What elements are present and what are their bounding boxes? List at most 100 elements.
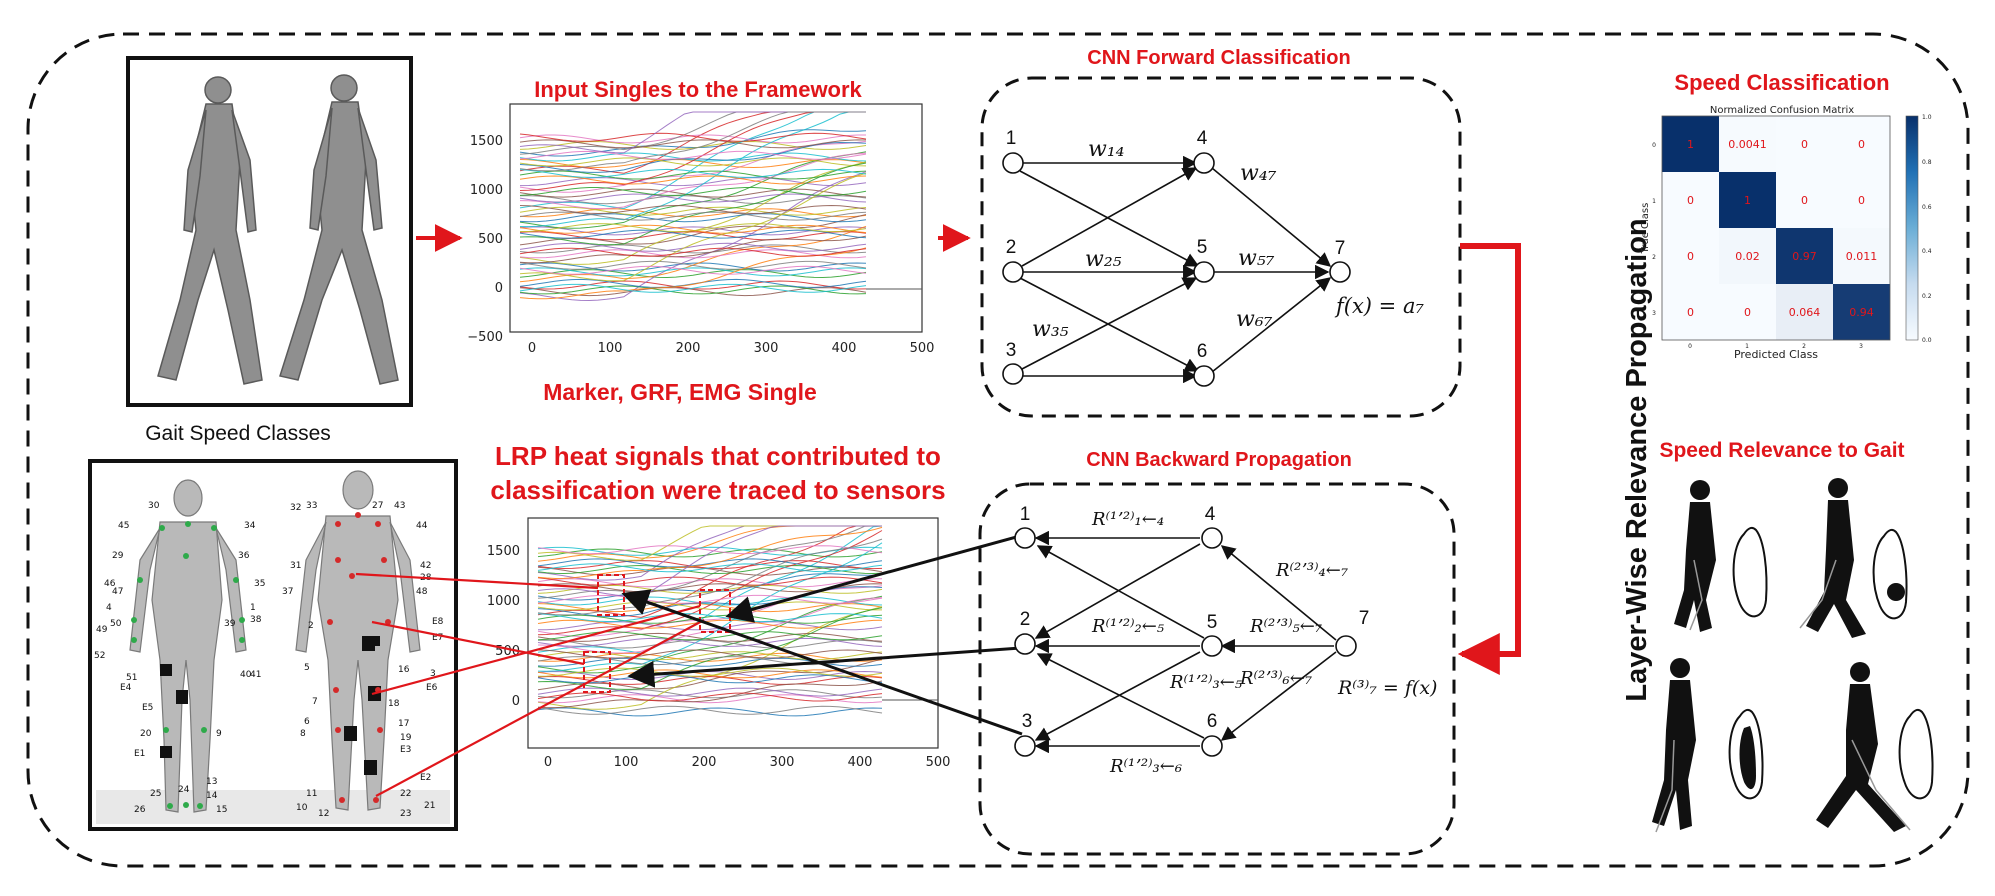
sensor-label: 25 xyxy=(150,789,161,799)
matrix-y-tick: 0 xyxy=(1652,142,1656,149)
x-tick-label: 200 xyxy=(676,341,701,356)
sensor-label: 13 xyxy=(206,777,217,787)
x-tick-label: 500 xyxy=(910,341,935,356)
sensor-label: 19 xyxy=(400,733,412,743)
weight-label: w₆₇ xyxy=(1236,307,1273,332)
matrix-cell xyxy=(1719,284,1776,340)
backward-relevances: R⁽¹ʼ²⁾₁←₄ R⁽¹ʼ²⁾₂←₅ R⁽¹ʼ²⁾₃←₅ R⁽¹ʼ²⁾₃←₆ … xyxy=(1091,509,1437,777)
node-label: 2 xyxy=(1006,237,1017,258)
matrix-cell xyxy=(1833,172,1890,228)
signal-trace xyxy=(537,707,883,717)
y-tick-label: 1000 xyxy=(487,594,520,609)
sensor-label: 22 xyxy=(400,789,411,799)
sensor-label: 26 xyxy=(134,805,146,815)
sensor-label: 10 xyxy=(296,803,308,813)
signal-trace xyxy=(537,667,883,677)
node-label: 4 xyxy=(1197,128,1208,149)
output-function-label: f(x) = a₇ xyxy=(1334,294,1424,318)
output-relevance-label: R⁽³⁾₇ = f(x) xyxy=(1337,677,1437,699)
signal-trace xyxy=(519,111,866,191)
signal-trace xyxy=(537,614,883,624)
backward-node-labels: 1 2 3 4 5 6 7 xyxy=(1020,504,1370,732)
signal-trace xyxy=(519,187,867,196)
relevance-label: R⁽¹ʼ²⁾₃←₅ xyxy=(1169,672,1242,693)
sensor-label: 5 xyxy=(304,663,310,673)
signal-trace xyxy=(519,152,867,210)
signal-trace xyxy=(519,152,867,162)
outer-dashed-border xyxy=(26,32,1970,868)
signal-trace xyxy=(519,134,866,144)
matrix-cell-value: 1 xyxy=(1687,138,1694,151)
matrix-cell xyxy=(1719,116,1776,172)
matrix-cell xyxy=(1833,116,1890,172)
signal-trace xyxy=(519,242,867,252)
sensor-label: 37 xyxy=(282,587,293,597)
network-node xyxy=(1201,735,1223,757)
sensor-label: 33 xyxy=(306,501,317,511)
signal-trace xyxy=(519,244,867,254)
matrix-title: Normalized Confusion Matrix xyxy=(1710,105,1854,116)
signal-trace xyxy=(537,621,883,631)
sensor-label: 24 xyxy=(178,785,190,795)
signal-trace xyxy=(519,111,866,172)
matrix-cell-value: 0 xyxy=(1687,306,1694,319)
matrix-cell xyxy=(1776,228,1833,284)
signal-trace xyxy=(519,157,867,167)
x-tick-label: 100 xyxy=(598,341,623,356)
lwrp-vertical-title: Layer-Wise Relevance Propagation xyxy=(1621,218,1653,701)
signal-trace xyxy=(537,525,882,599)
sensor-label: E5 xyxy=(142,703,153,713)
x-tick-label: 300 xyxy=(770,755,795,770)
forward-to-backward-connector xyxy=(1457,243,1521,675)
matrix-y-ticks: 0 1 2 3 xyxy=(1652,142,1656,317)
sensor-label: 36 xyxy=(238,551,250,561)
sensor-label: E7 xyxy=(432,633,443,643)
matrix-y-tick: 2 xyxy=(1652,254,1656,261)
signal-trace xyxy=(537,542,883,672)
relevance-label: R⁽¹ʼ²⁾₁←₄ xyxy=(1091,509,1164,530)
sensor-label: 7 xyxy=(312,697,318,707)
input-signals-title: Input Singles to the Framework xyxy=(534,77,862,102)
sensor-label: 34 xyxy=(244,521,256,531)
lrp-text-line1: LRP heat signals that contributed to xyxy=(495,441,941,471)
signal-trace xyxy=(537,631,883,641)
network-node xyxy=(1002,363,1024,385)
x-tick-label: 300 xyxy=(754,341,779,356)
signal-trace xyxy=(537,687,883,697)
signal-trace xyxy=(537,526,883,580)
matrix-x-ticks: 0 1 2 3 xyxy=(1688,343,1863,350)
sensor-label: 41 xyxy=(250,670,261,680)
matrix-x-tick: 2 xyxy=(1802,343,1806,350)
top-plot-x-ticks: 0 100 200 300 400 500 xyxy=(528,341,935,356)
sensor-label: 30 xyxy=(148,501,160,511)
node-label: 4 xyxy=(1205,504,1216,525)
signal-trace xyxy=(537,649,883,659)
sensor-label: 40 xyxy=(240,670,252,680)
signal-trace xyxy=(537,558,883,568)
signal-trace xyxy=(519,206,867,216)
signal-trace xyxy=(537,563,883,573)
sensor-label: 45 xyxy=(118,521,129,531)
matrix-cell-value: 0.97 xyxy=(1792,250,1817,263)
sensor-label: 49 xyxy=(96,625,108,635)
backward-nodes xyxy=(1014,527,1357,757)
colorbar-tick: 0.8 xyxy=(1922,159,1932,166)
signal-trace xyxy=(519,141,867,173)
sensor-label: 42 xyxy=(420,561,431,571)
y-tick-label: 500 xyxy=(478,232,503,247)
signal-trace xyxy=(537,692,883,702)
sensor-label: 52 xyxy=(94,651,105,661)
signal-trace xyxy=(519,177,867,187)
sensor-label: E2 xyxy=(420,773,431,783)
node-label: 3 xyxy=(1022,711,1033,732)
relevance-label: R⁽²ʼ³⁾₆←₇ xyxy=(1239,668,1312,689)
cnn-backward-network xyxy=(1034,530,1337,754)
network-node xyxy=(1335,635,1357,657)
signal-trace xyxy=(537,525,882,598)
matrix-cell xyxy=(1776,284,1833,340)
matrix-cell-value: 0 xyxy=(1858,194,1865,207)
matrix-y-tick: 3 xyxy=(1652,310,1656,317)
sensor-label: 21 xyxy=(424,801,435,811)
sensor-labels-front: 30 34 45 29 36 46 47 4 50 49 52 39 1 38 … xyxy=(94,501,265,815)
sensor-label: E4 xyxy=(120,683,132,693)
